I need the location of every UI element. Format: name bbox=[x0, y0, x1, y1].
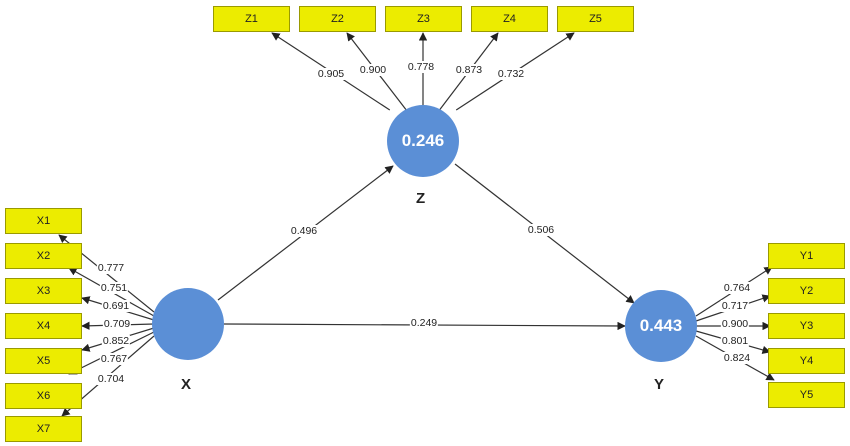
indicator-y1[interactable]: Y1 bbox=[768, 243, 845, 269]
loading-z3: 0.778 bbox=[406, 61, 436, 73]
indicator-z4[interactable]: Z4 bbox=[471, 6, 548, 32]
indicator-z5[interactable]: Z5 bbox=[557, 6, 634, 32]
indicator-x7[interactable]: X7 bbox=[5, 416, 82, 442]
latent-y-r2: 0.443 bbox=[639, 316, 683, 335]
path-x-y-coefficient: 0.249 bbox=[409, 317, 439, 329]
loading-y2: 0.717 bbox=[720, 300, 750, 312]
loading-z5: 0.732 bbox=[496, 68, 526, 80]
indicator-z2[interactable]: Z2 bbox=[299, 6, 376, 32]
indicator-x2[interactable]: X2 bbox=[5, 243, 82, 269]
indicator-x5[interactable]: X5 bbox=[5, 348, 82, 374]
loading-x7: 0.704 bbox=[96, 373, 126, 385]
indicator-x4[interactable]: X4 bbox=[5, 313, 82, 339]
indicator-y5[interactable]: Y5 bbox=[768, 382, 845, 408]
loading-z1: 0.905 bbox=[316, 68, 346, 80]
latent-y-label: Y bbox=[654, 376, 665, 393]
loading-z2: 0.900 bbox=[358, 64, 388, 76]
indicator-y3[interactable]: Y3 bbox=[768, 313, 845, 339]
indicator-z3[interactable]: Z3 bbox=[385, 6, 462, 32]
loading-x1: 0.777 bbox=[96, 262, 126, 274]
loading-x2: 0.751 bbox=[99, 282, 129, 294]
path-x-z-coefficient: 0.496 bbox=[289, 225, 319, 237]
loading-y4: 0.801 bbox=[720, 335, 750, 347]
indicator-y4[interactable]: Y4 bbox=[768, 348, 845, 374]
indicator-x3[interactable]: X3 bbox=[5, 278, 82, 304]
indicator-z1[interactable]: Z1 bbox=[213, 6, 290, 32]
loading-y3: 0.900 bbox=[720, 318, 750, 330]
loading-z4: 0.873 bbox=[454, 64, 484, 76]
indicator-x1[interactable]: X1 bbox=[5, 208, 82, 234]
latent-z-r2: 0.246 bbox=[401, 131, 445, 150]
latent-z-label: Z bbox=[416, 190, 426, 207]
latent-z[interactable]: 0.246 bbox=[387, 105, 459, 177]
loading-x6: 0.767 bbox=[99, 353, 129, 365]
latent-y[interactable]: 0.443 bbox=[625, 290, 697, 362]
loading-y5: 0.824 bbox=[722, 352, 752, 364]
indicator-y2[interactable]: Y2 bbox=[768, 278, 845, 304]
path-z-y-coefficient: 0.506 bbox=[526, 224, 556, 236]
loading-x4: 0.709 bbox=[102, 318, 132, 330]
loading-x3: 0.691 bbox=[101, 300, 131, 312]
latent-x-label: X bbox=[181, 376, 192, 393]
latent-x[interactable] bbox=[152, 288, 224, 360]
indicator-x6[interactable]: X6 bbox=[5, 383, 82, 409]
loading-x5: 0.852 bbox=[101, 335, 131, 347]
loading-y1: 0.764 bbox=[722, 282, 752, 294]
